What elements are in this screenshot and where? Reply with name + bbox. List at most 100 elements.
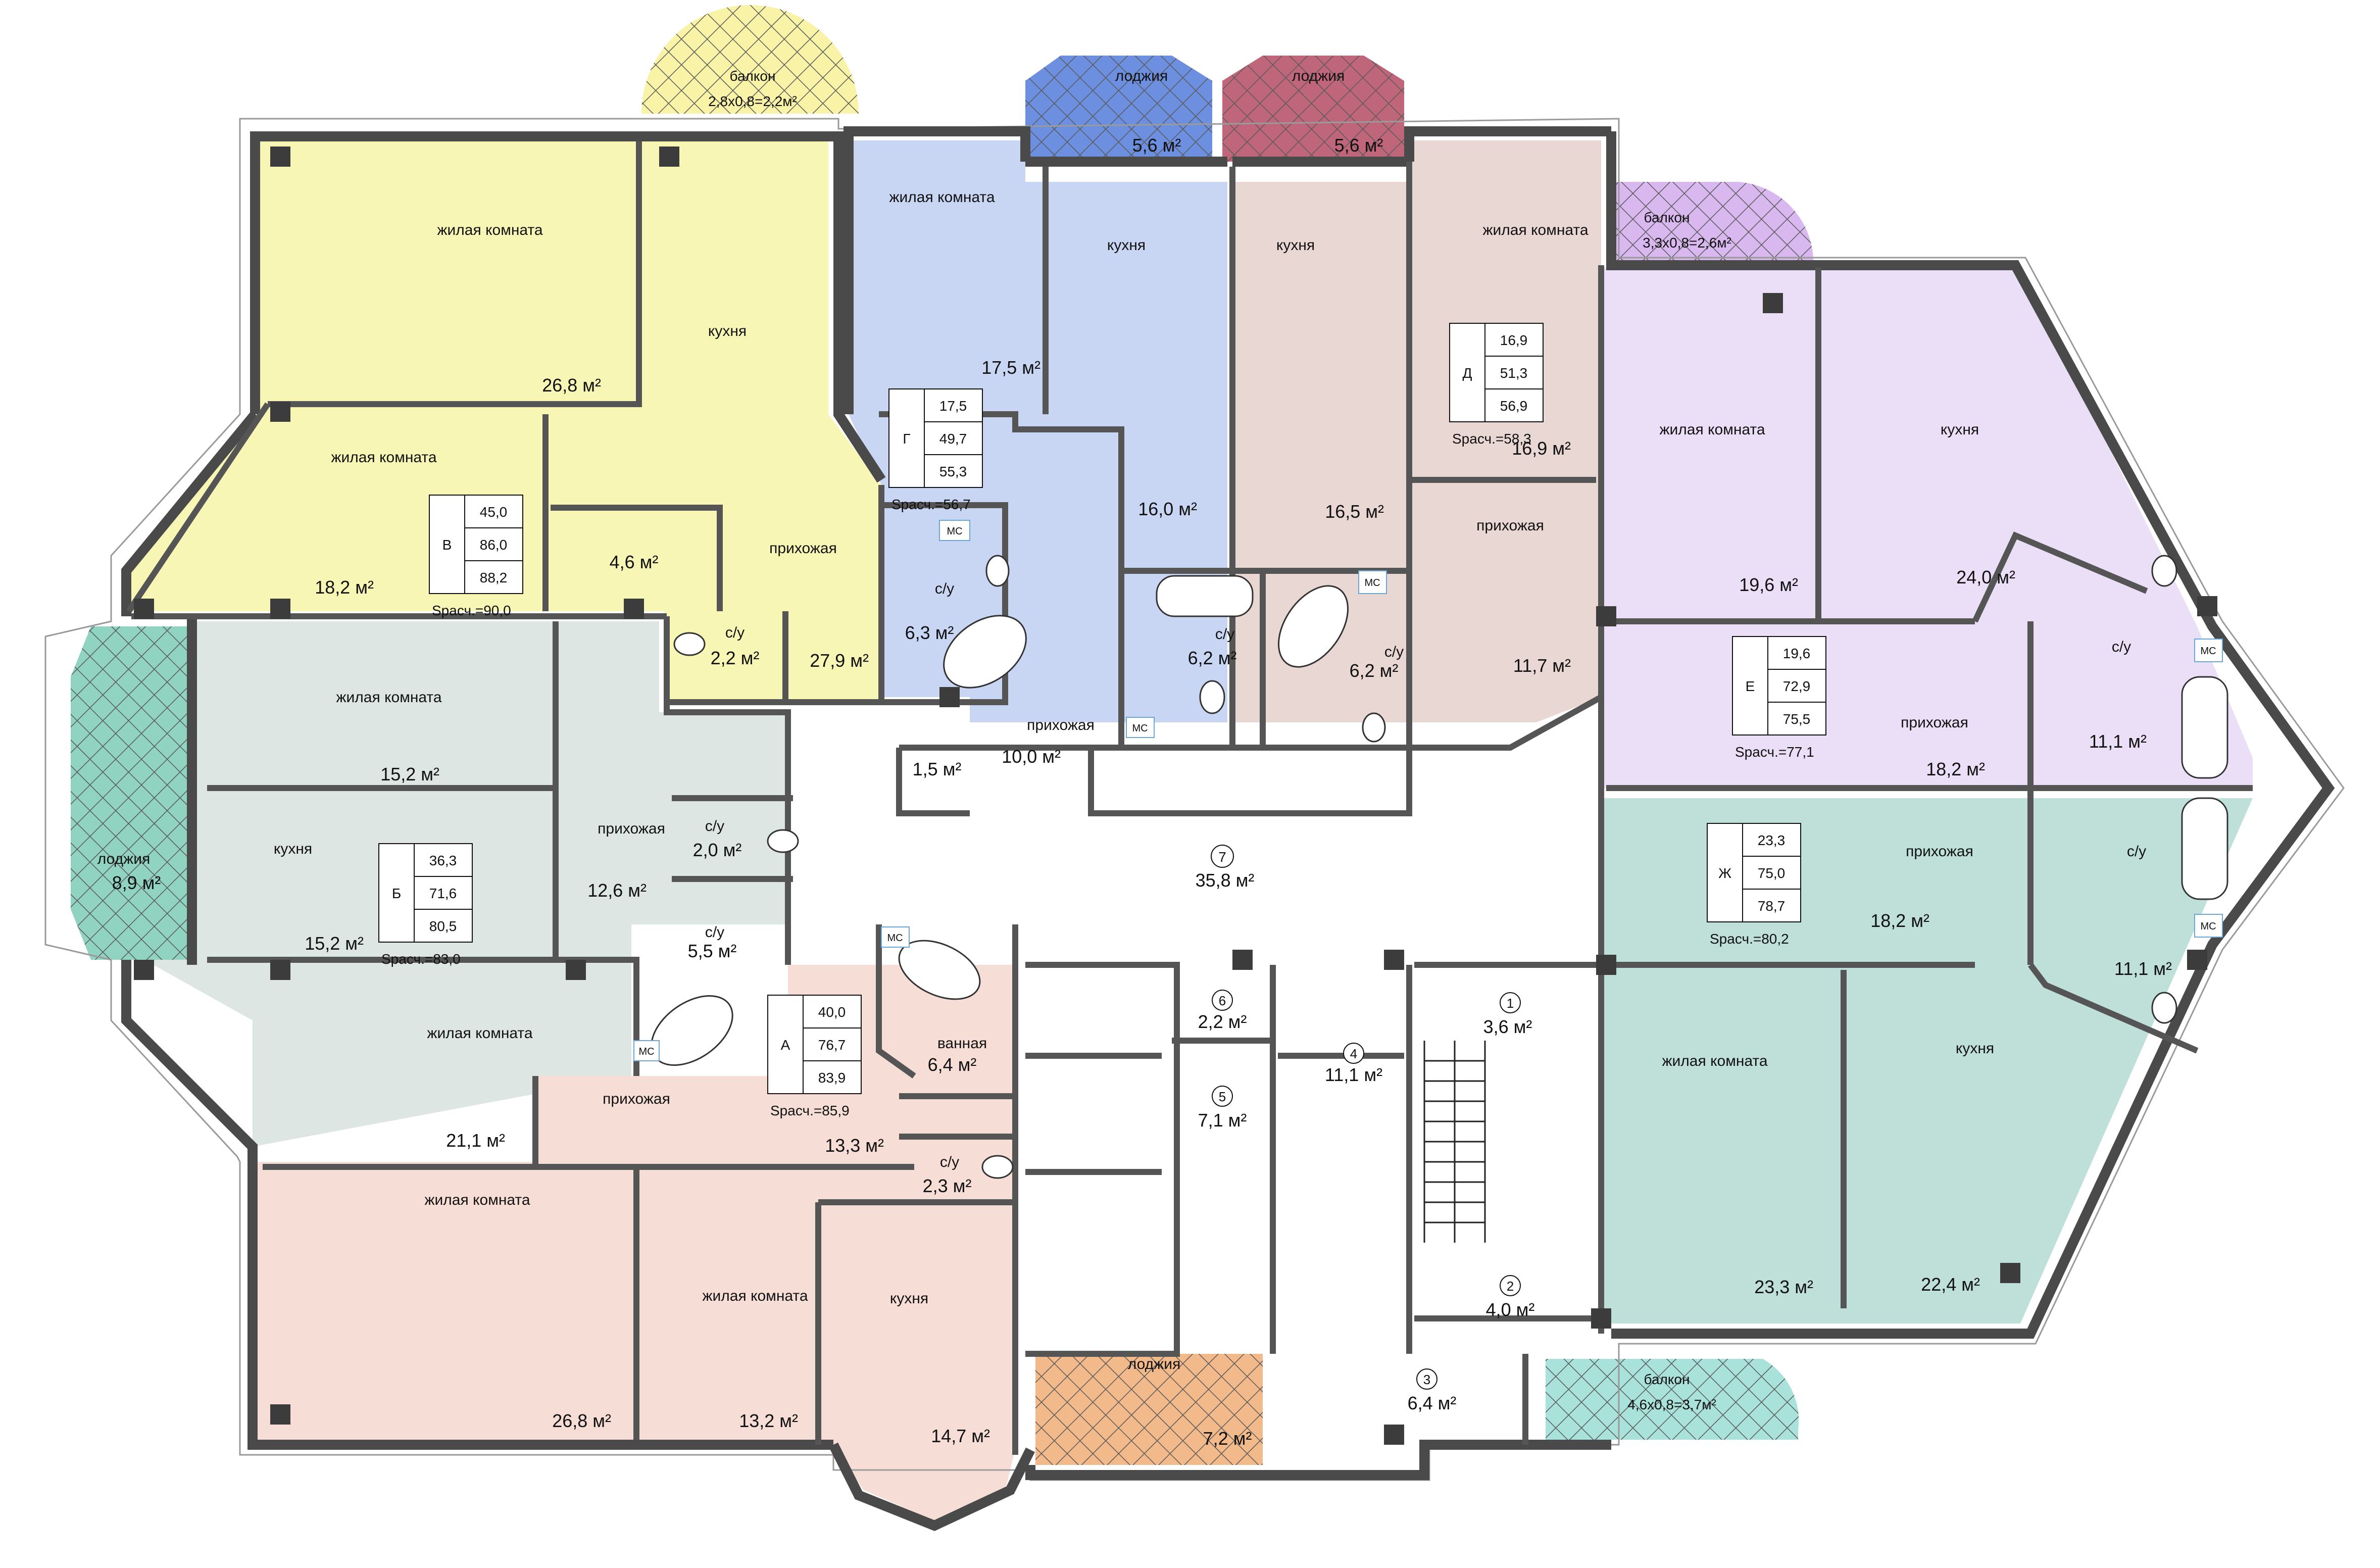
room-area: 22,4 м² (1921, 1274, 1980, 1295)
apartment-letter-cell (429, 495, 465, 594)
room-area: 13,3 м² (825, 1135, 884, 1156)
room-area: 1,5 м² (913, 759, 962, 779)
structural-columns (134, 146, 2217, 1445)
room-label: кухня (274, 841, 312, 857)
apartment-value-cell (924, 454, 983, 488)
apartment-value-cell (1767, 702, 1826, 736)
bathtub-icon (2181, 676, 2228, 779)
svg-text:4,0 м²: 4,0 м² (1486, 1299, 1535, 1320)
apartment-living-area: 36,3 (429, 853, 457, 868)
room-area: 6,2 м² (1188, 648, 1237, 668)
toilet-icon (767, 829, 799, 853)
room-label: прихожая (769, 540, 837, 557)
room-label: жилая комната (1482, 222, 1588, 238)
toilet-icon (981, 1155, 1014, 1179)
apartment-full-area: 83,9 (818, 1070, 846, 1086)
bathtub-icon (1277, 585, 1349, 668)
bathtub-icon (651, 995, 733, 1066)
svg-text:35,8 м²: 35,8 м² (1196, 870, 1255, 891)
room-label: прихожая (598, 820, 665, 837)
loggia-left-hatch (71, 626, 187, 960)
room-area: 23,3 м² (1754, 1277, 1813, 1297)
apartment-full-area: 80,5 (429, 918, 457, 934)
room-area: 16,0 м² (1138, 499, 1197, 519)
svg-text:6: 6 (1219, 993, 1226, 1008)
room-label: жилая комната (331, 449, 436, 466)
apartment-letter: Д (1463, 365, 1472, 381)
apartment-value-cell (803, 1027, 862, 1061)
svg-text:МС: МС (2200, 646, 2216, 657)
apartment-value-cell (414, 909, 473, 943)
svg-text:4: 4 (1350, 1046, 1357, 1061)
loggia-label: лоджия (1128, 1356, 1180, 1373)
room-label: жилая комната (889, 189, 995, 206)
room-label: ванная (937, 1035, 987, 1052)
room-label: прихожая (603, 1091, 670, 1107)
mc-tag: МС (881, 926, 910, 948)
svg-text:5: 5 (1219, 1089, 1226, 1104)
balcony-dims: 4,6х0,8=3,7м² (1627, 1397, 1716, 1412)
apartment-full-area: 78,7 (1758, 898, 1786, 914)
room-area: 24,0 м² (1956, 567, 2015, 587)
room-area: 2,3 м² (923, 1175, 972, 1196)
apartment-letter: Е (1746, 678, 1755, 694)
common-space-1: 1 3,6 м² (1483, 992, 1532, 1037)
room-area: 6,3 м² (905, 622, 954, 643)
mc-tag: МС (633, 1040, 660, 1061)
room-area: 11,1 м² (2089, 731, 2147, 752)
svg-text:7,1 м²: 7,1 м² (1198, 1110, 1247, 1131)
apartment-calc-area: Sрасч.=56,7 (891, 497, 971, 512)
apartment-letter: В (442, 537, 452, 553)
apartment-letter-cell (1732, 636, 1768, 736)
sanitary-fixtures (651, 555, 2228, 1179)
apartment-total-area: 86,0 (480, 537, 508, 553)
svg-text:6,4 м²: 6,4 м² (1408, 1393, 1457, 1413)
room-area: 18,2 м² (1870, 910, 1929, 931)
toilet-icon (2151, 555, 2177, 587)
balcony-top-hatch (641, 5, 859, 114)
room-label: прихожая (1027, 717, 1095, 733)
toilet-icon (673, 632, 706, 656)
svg-text:МС: МС (2200, 921, 2216, 932)
room-area: 27,9 м² (810, 650, 869, 671)
room-area: 14,7 м² (931, 1426, 990, 1446)
loggia-labels: лоджия 5,6 м² лоджия 5,6 м² лоджия 7,2 м… (1115, 68, 1383, 1449)
bathtub-icon (943, 615, 1027, 689)
room-area: 4,6 м² (610, 552, 659, 572)
room-area: 18,2 м² (1926, 759, 1985, 779)
apartment-value-cell (1484, 388, 1544, 422)
room-label: с/у (705, 924, 724, 941)
apartment-value-cell (803, 995, 862, 1028)
apartment-value-cell (803, 1060, 862, 1094)
apt-zh-fill (1601, 798, 2253, 1324)
room-label: с/у (1215, 626, 1234, 643)
balcony-dims: 3,3х0,8=2,6м² (1643, 235, 1731, 251)
common-space-4: 4 11,1 м² (1325, 1043, 1382, 1085)
apartment-living-area: 45,0 (480, 504, 508, 520)
room-area: 26,8 м² (542, 375, 601, 396)
apartment-living-area: 19,6 (1783, 646, 1811, 661)
common-space-7: 7 35,8 м² (1196, 845, 1255, 891)
room-label: с/у (2112, 639, 2131, 655)
room-area: 2,2 м² (711, 648, 760, 668)
svg-text:7: 7 (1218, 849, 1226, 865)
apartment-calc-area: Sрасч.=90,0 (432, 603, 511, 618)
apartment-letter: Ж (1718, 865, 1731, 881)
apartment-value-cell (464, 560, 523, 594)
balcony-dims: 2,8х0,8=2,2м² (708, 93, 797, 109)
bathtub-icon (1156, 575, 1254, 617)
room-area: 5,5 м² (688, 941, 737, 961)
apartment-tables: В45,086,088,2Sрасч.=90,0Г17,549,755,3Sра… (378, 323, 1826, 1118)
apartment-total-area: 49,7 (939, 431, 967, 447)
room-label: с/у (2127, 843, 2146, 860)
room-label: жилая комната (427, 1025, 532, 1042)
apartment-letter: А (781, 1037, 790, 1053)
room-label: кухня (708, 323, 747, 339)
room-area: 19,6 м² (1739, 574, 1798, 595)
apartment-full-area: 56,9 (1500, 398, 1528, 414)
apartment-value-cell (924, 421, 983, 455)
common-space-5: 5 7,1 м² (1198, 1086, 1247, 1131)
